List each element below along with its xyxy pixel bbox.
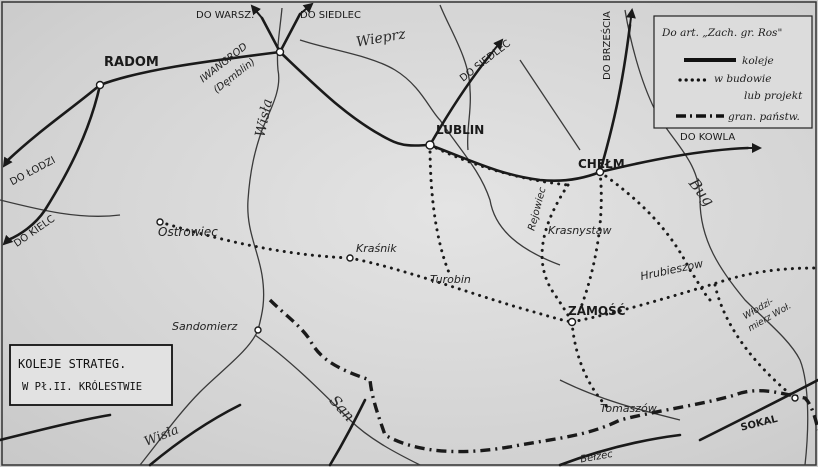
river-tributary-1: [439, 4, 472, 151]
rail-plan-hrubieszow-sokal: [713, 283, 797, 400]
town-markers: [95, 47, 799, 402]
border-line: [268, 298, 818, 454]
rail-sokal-east: [698, 378, 818, 442]
legend-railways: koleje: [742, 55, 774, 67]
town-marker-ivangorod: [275, 47, 285, 57]
town-marker-krasnik: [346, 254, 354, 262]
river-tributary-2: [519, 59, 581, 151]
arrow-siedlce-icon: [299, 2, 314, 15]
state-border: [268, 298, 818, 454]
legend-border: gran. państw.: [728, 111, 800, 123]
label-tomaszow: Tomaszów: [600, 402, 657, 415]
river-bug: [624, 9, 809, 466]
rail-plan-ostrowiec-krasnik: [158, 220, 352, 260]
river-tributary-3: [559, 379, 681, 421]
label-krasnik: Kraśnik: [356, 242, 397, 255]
river-wieprz: [299, 39, 561, 266]
label-belzec: Bełżec: [580, 449, 615, 466]
town-marker-lublin: [425, 140, 435, 150]
arrow-kielce-icon: [2, 234, 14, 246]
rail-lublin-chelm: [428, 143, 602, 183]
rail-south-3: [558, 433, 682, 467]
label-krasnystaw: Krasnystaw: [548, 224, 611, 237]
rail-plan-rejowiec-zamosc: [540, 183, 574, 324]
town-marker-chelm: [595, 167, 605, 177]
title-line-1: KOLEJE STRATEG.: [18, 357, 126, 371]
legend: Do art. „Zach. gr. Ros" koleje w budowie…: [653, 15, 813, 129]
label-zamosc: ZAMOŚĆ: [568, 303, 626, 318]
railways-existing: [0, 12, 818, 467]
label-ostrowiec: Ostrowiec: [158, 225, 218, 239]
label-to-kowel: DO KOWLA: [680, 132, 735, 143]
legend-box: [653, 15, 813, 129]
rail-plan-krasnik-zamosc: [348, 256, 574, 324]
rail-plan-chelm-hrubieszow: [598, 170, 712, 302]
river-tributary-5: [0, 199, 121, 217]
rail-plan-lublin-turobin: [428, 143, 452, 277]
label-to-siedlce-2: DO SIEDLEC: [458, 38, 513, 84]
legend-under-construction-2: lub projekt: [744, 90, 803, 102]
rail-chelm-brzesc: [598, 23, 632, 174]
rail-ivangorod-warsaw: [260, 16, 282, 54]
label-river-wisla-1: Wisła: [252, 97, 276, 138]
rail-chelm-kowel: [598, 146, 750, 174]
rail-lublin-siedlce: [428, 53, 492, 147]
rail-south-2: [328, 398, 367, 467]
label-to-brzesc: DO BRZEŚCIA: [600, 11, 613, 80]
arrow-lodz-icon: [2, 156, 13, 168]
rail-south-1: [148, 403, 242, 467]
label-river-bug: Bug: [684, 174, 717, 210]
direction-arrows: [2, 2, 762, 246]
arrow-siedlce-2-icon: [489, 38, 504, 56]
label-lublin: LUBLIN: [436, 123, 484, 137]
label-chelm: CHEŁM: [578, 157, 625, 171]
label-sandomierz: Sandomierz: [172, 320, 237, 333]
rail-plan-chelm-zamosc: [578, 170, 603, 312]
label-river-wieprz: Wieprz: [355, 26, 408, 51]
label-hrubieszow: Hrubieszow: [639, 257, 704, 283]
arrow-brzesc-icon: [625, 8, 636, 26]
rail-lodz-ivangorod: [6, 50, 282, 162]
title-box: KOLEJE STRATEG. W Pł.II. KRÓLESTWIE: [9, 344, 173, 406]
title-box-frame: [9, 344, 173, 406]
rail-ivangorod-siedlce: [278, 12, 302, 54]
rail-radom-kielce: [6, 83, 102, 242]
railways-planned: [158, 143, 817, 412]
river-san: [254, 334, 421, 466]
rail-plan-lublin-rejowiec: [428, 143, 570, 187]
rail-ivangorod-lublin: [278, 50, 432, 147]
arrow-warsaw-icon: [250, 4, 263, 19]
label-to-warsaw: DO WARSZ.: [196, 10, 254, 21]
town-marker-sokal: [791, 394, 799, 402]
label-radom: RADOM: [104, 55, 159, 70]
label-to-lodz: DO ŁODZI: [8, 155, 57, 188]
label-turobin: Turobin: [430, 273, 471, 286]
legend-title: Do art. „Zach. gr. Ros": [661, 27, 782, 39]
label-rejowiec: Rejowiec: [526, 186, 548, 232]
legend-under-construction-1: w budowie: [714, 73, 771, 85]
label-to-siedlce: DO SIEDLEC: [300, 10, 361, 21]
town-marker-sandomierz: [254, 326, 262, 334]
title-line-2: W Pł.II. KRÓLESTWIE: [22, 380, 142, 393]
town-marker-ostrowiec: [156, 218, 164, 226]
rail-plan-zamosc-tomaszow: [570, 320, 612, 412]
town-marker-zamosc: [567, 317, 577, 327]
rail-sandomierz-wisla: [0, 413, 112, 442]
town-marker-radom: [95, 80, 105, 90]
label-to-kielce: DO KIELC: [12, 214, 57, 250]
